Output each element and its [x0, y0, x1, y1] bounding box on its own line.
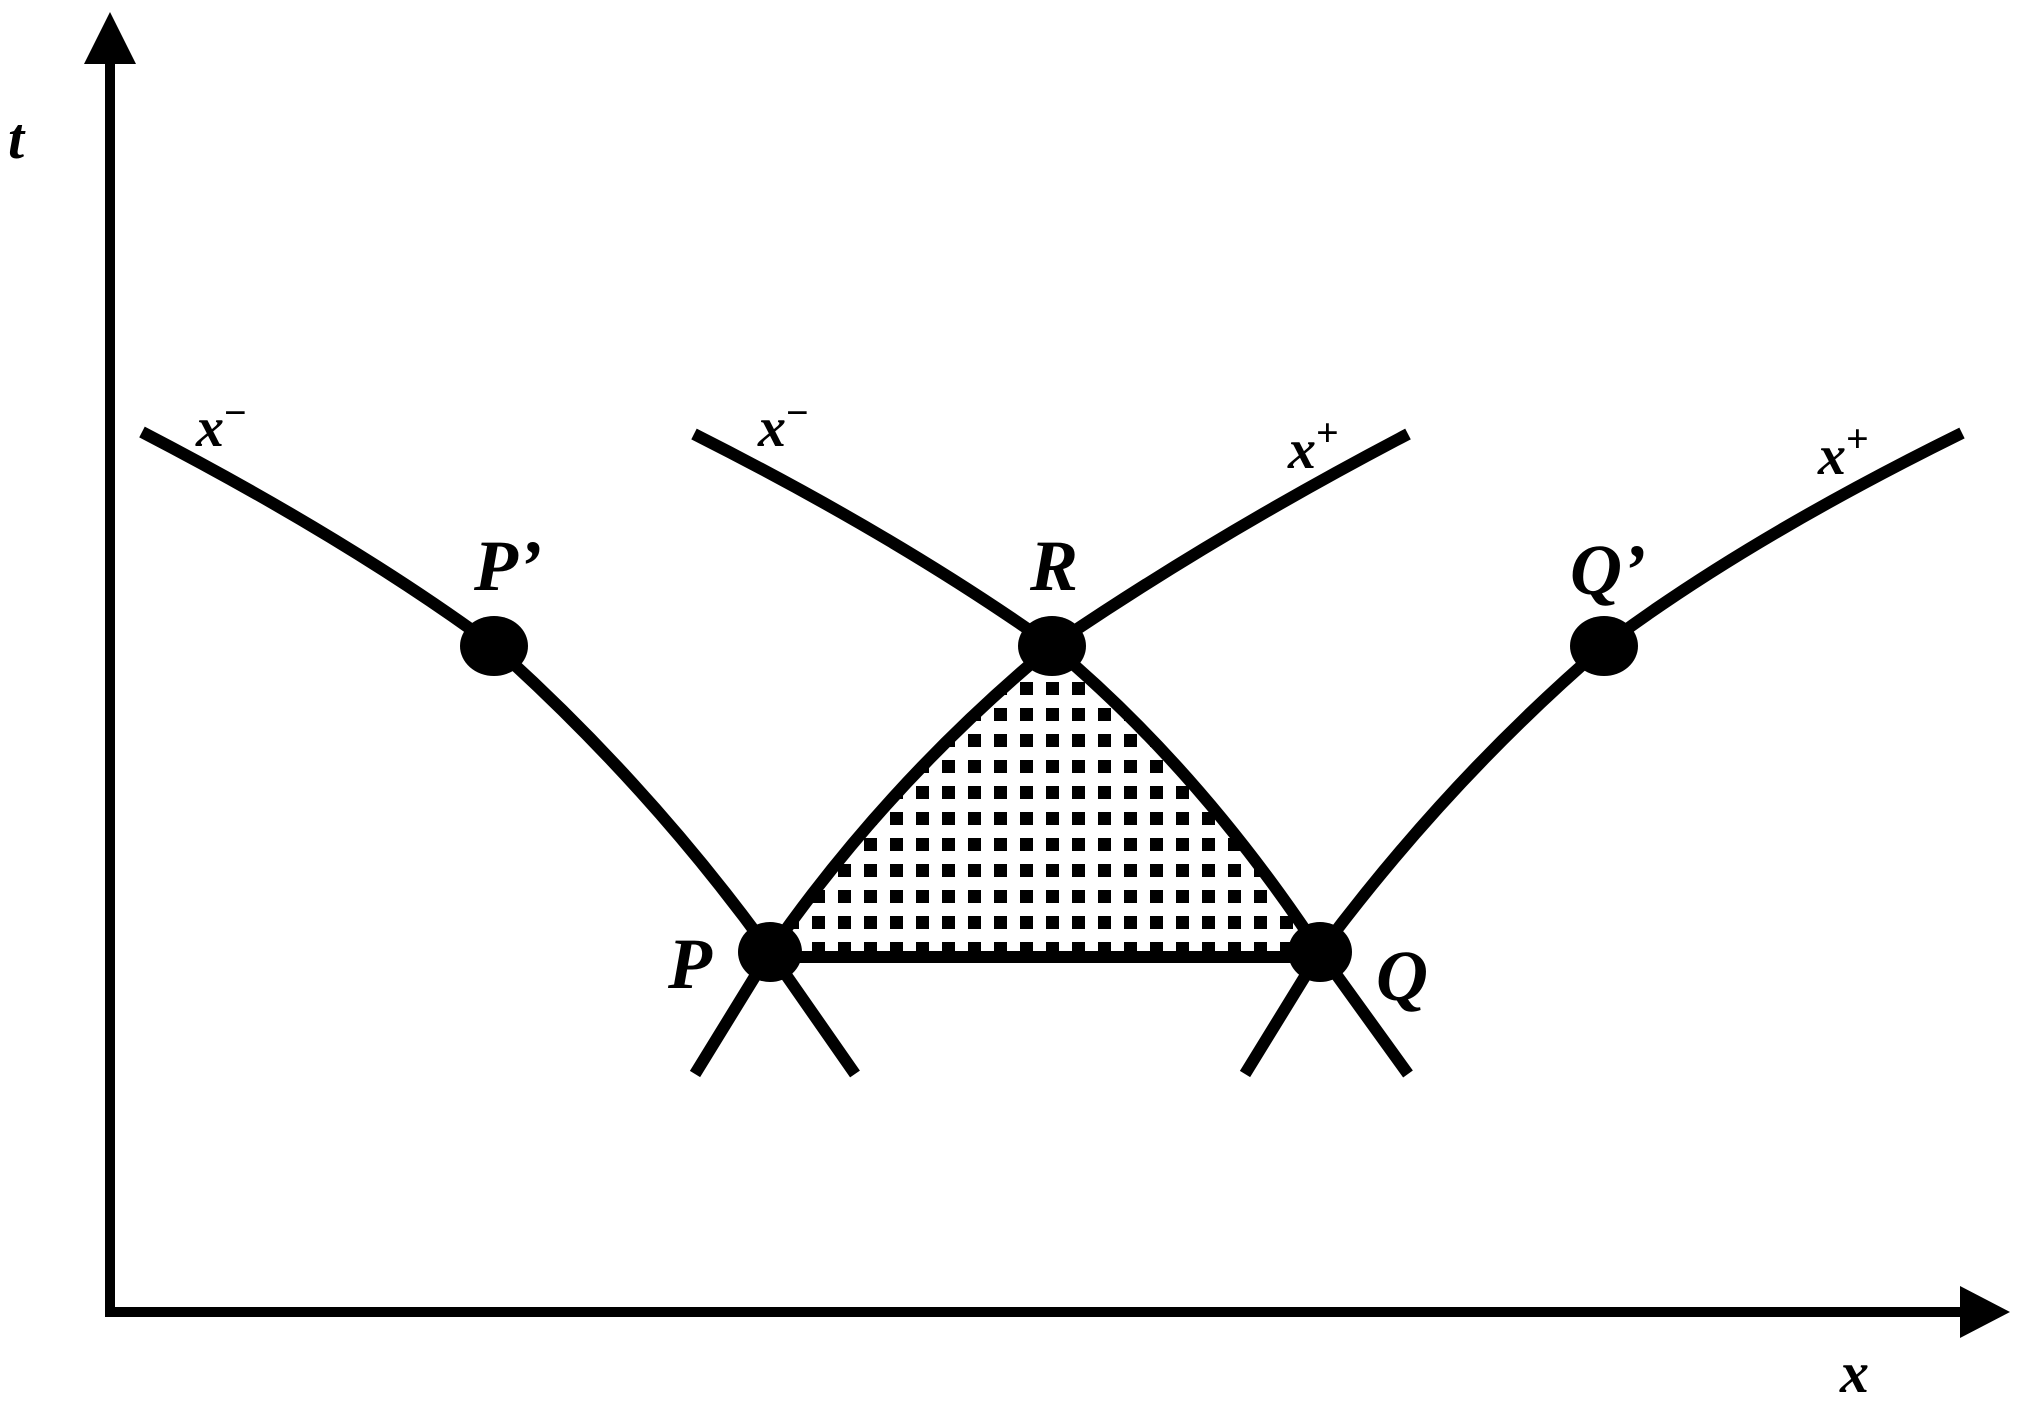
point-r	[1018, 616, 1086, 676]
point-label-p: P	[667, 924, 713, 1004]
t-axis-arrowhead	[84, 12, 136, 64]
characteristic-label-middle-plus: x+	[1287, 410, 1339, 481]
point-label-q-prime: Q’	[1570, 530, 1646, 610]
point-p	[738, 922, 802, 982]
point-q	[1288, 922, 1352, 982]
t-axis-label: t	[8, 106, 26, 171]
characteristic-label-right-plus: x+	[1817, 416, 1869, 487]
point-label-q: Q	[1376, 936, 1428, 1016]
characteristic-label-middle-minus: x−	[757, 390, 809, 459]
shaded-region-pqr	[770, 646, 1320, 952]
point-p-prime	[460, 616, 528, 676]
point-label-p-prime: P’	[473, 526, 542, 606]
x-axis-arrowhead	[1960, 1286, 2010, 1338]
axes	[84, 12, 2010, 1338]
x-axis-label: x	[1839, 1340, 1869, 1405]
point-q-prime	[1570, 616, 1638, 676]
characteristic-label-left-minus: x−	[195, 390, 247, 459]
point-label-r: R	[1029, 526, 1078, 606]
